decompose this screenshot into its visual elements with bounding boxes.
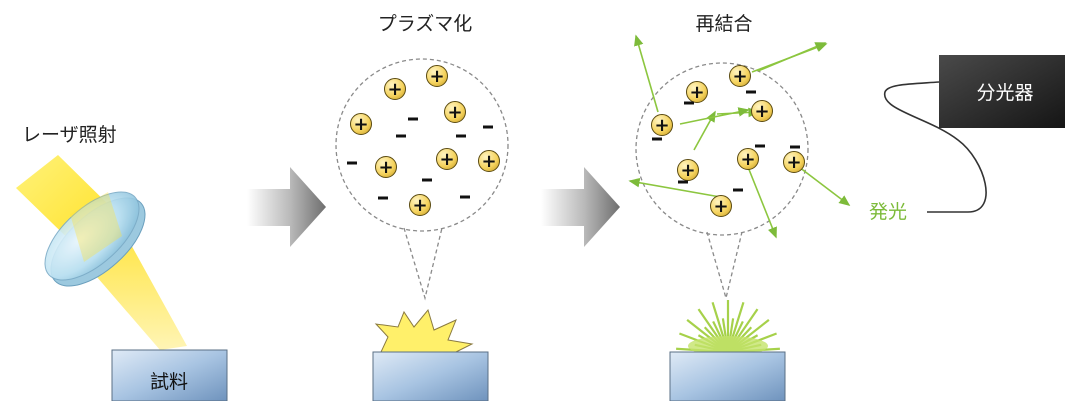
positive-ion: + bbox=[686, 81, 708, 103]
recombination-sample-block bbox=[669, 351, 786, 402]
positive-ion: + bbox=[478, 150, 500, 172]
electron bbox=[652, 137, 662, 141]
recombination-bubble bbox=[635, 62, 809, 236]
positive-ion: + bbox=[751, 100, 773, 122]
positive-ion: + bbox=[677, 159, 699, 181]
plasma-flash bbox=[374, 308, 474, 353]
emission-arrow bbox=[634, 34, 659, 113]
recombination-stage: 再結合 + + + + + + + + 発光 bbox=[628, 13, 907, 402]
recombination-pointer bbox=[706, 231, 743, 301]
emission-arrow bbox=[794, 163, 851, 206]
svg-text:+: + bbox=[786, 152, 801, 173]
spectrometer-box bbox=[939, 55, 1065, 128]
recombine-label: 再結合 bbox=[695, 13, 752, 35]
electron bbox=[396, 134, 406, 138]
lens-icon bbox=[44, 191, 146, 287]
positive-ion: + bbox=[651, 114, 673, 136]
plasma-sample-block bbox=[372, 351, 489, 402]
svg-text:+: + bbox=[412, 195, 427, 216]
positive-ion: + bbox=[729, 65, 751, 87]
electron bbox=[456, 134, 466, 138]
svg-text:+: + bbox=[481, 151, 496, 172]
positive-ion: + bbox=[375, 156, 397, 178]
spectrometer-group: 分光器 bbox=[884, 55, 1065, 213]
emission-arrow bbox=[693, 110, 716, 151]
electron bbox=[678, 180, 688, 184]
svg-text:+: + bbox=[689, 82, 704, 103]
process-arrow-1 bbox=[247, 167, 326, 247]
svg-text:+: + bbox=[387, 79, 402, 100]
positive-ion: + bbox=[710, 195, 732, 217]
electron bbox=[422, 178, 432, 182]
laser-stage: レーザ照射 試料 bbox=[16, 124, 228, 402]
plasma-particles: ++++++++ bbox=[347, 65, 500, 216]
positive-ion: + bbox=[426, 65, 448, 87]
process-arrow-2 bbox=[541, 167, 620, 247]
emission-label: 発光 bbox=[869, 201, 907, 223]
svg-text:+: + bbox=[754, 101, 769, 122]
positive-ion: + bbox=[436, 148, 458, 170]
electron bbox=[790, 145, 800, 149]
svg-text:+: + bbox=[439, 149, 454, 170]
positive-ion: + bbox=[783, 151, 805, 173]
electron bbox=[460, 195, 470, 199]
emission-burst bbox=[676, 300, 780, 356]
electron bbox=[684, 101, 694, 105]
spectrometer-label: 分光器 bbox=[976, 82, 1033, 104]
plasma-pointer bbox=[403, 227, 443, 301]
plasma-stage: プラズマ化 ++++++++ bbox=[335, 13, 509, 402]
electron bbox=[408, 117, 418, 121]
positive-ion: + bbox=[350, 113, 372, 135]
positive-ion: + bbox=[737, 148, 759, 170]
svg-text:+: + bbox=[713, 196, 728, 217]
emission-arrow bbox=[745, 161, 777, 239]
fiber-cable bbox=[884, 81, 987, 213]
plasma-label: プラズマ化 bbox=[378, 13, 473, 35]
emission-arrow bbox=[679, 107, 750, 125]
electron bbox=[746, 90, 756, 94]
plasma-bubble bbox=[335, 58, 509, 232]
electron bbox=[483, 125, 493, 129]
positive-ion: + bbox=[384, 78, 406, 100]
electron bbox=[755, 144, 765, 148]
svg-text:+: + bbox=[732, 66, 747, 87]
svg-text:+: + bbox=[680, 160, 695, 181]
electron bbox=[378, 196, 388, 200]
sample-label: 試料 bbox=[150, 371, 188, 393]
svg-text:+: + bbox=[353, 114, 368, 135]
positive-ion: + bbox=[409, 194, 431, 216]
electron bbox=[733, 188, 743, 192]
positive-ion: + bbox=[444, 101, 466, 123]
recombination-particles: + + + + + + + + bbox=[651, 65, 805, 217]
svg-text:+: + bbox=[447, 102, 462, 123]
laser-label: レーザ照射 bbox=[22, 124, 117, 146]
svg-text:+: + bbox=[429, 66, 444, 87]
svg-text:+: + bbox=[654, 115, 669, 136]
svg-text:+: + bbox=[378, 157, 393, 178]
emission-arrow bbox=[757, 42, 827, 72]
emission-arrow bbox=[628, 177, 727, 199]
svg-text:+: + bbox=[740, 149, 755, 170]
electron bbox=[347, 161, 357, 165]
